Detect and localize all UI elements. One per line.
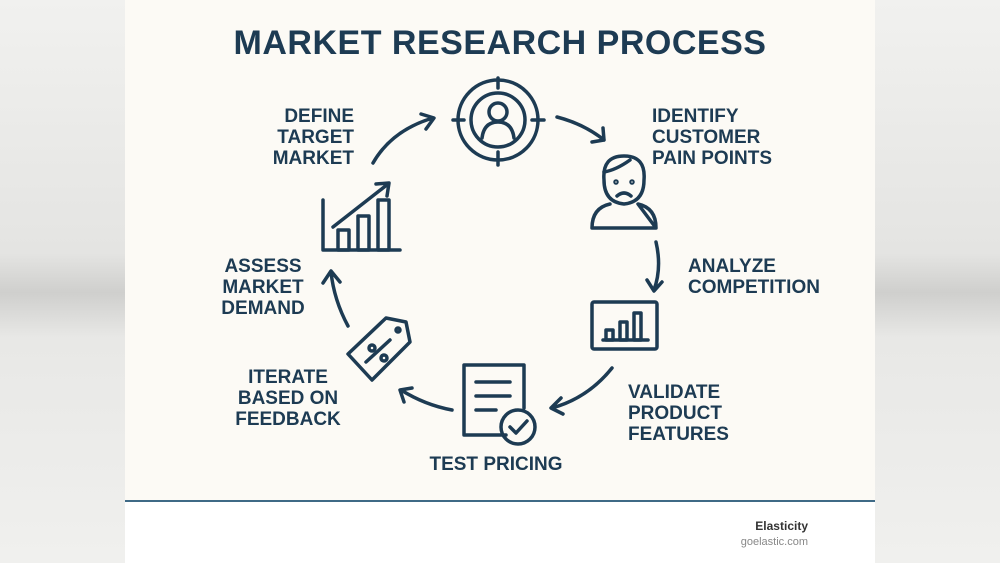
step-test-pricing: TEST PRICING — [396, 454, 596, 475]
sad-person-icon — [590, 154, 658, 230]
label-line: BASED ON — [237, 388, 339, 409]
step-validate-features: VALIDATE PRODUCT FEATURES — [628, 382, 729, 445]
label-line: DEMAND — [221, 298, 305, 319]
step-iterate-feedback: ITERATE BASED ON FEEDBACK — [228, 367, 348, 430]
label-line: PAIN POINTS — [652, 148, 772, 169]
label-line: CUSTOMER — [652, 127, 761, 148]
footer-brand: Elasticity — [755, 519, 808, 533]
target-person-icon — [451, 76, 546, 167]
label-line: ANALYZE — [688, 256, 776, 277]
label-line: FEATURES — [628, 424, 729, 445]
step-analyze-competition: ANALYZE COMPETITION — [688, 256, 820, 298]
label-line: MARKET — [222, 277, 304, 298]
growth-chart-icon — [321, 181, 402, 252]
footer-site: goelastic.com — [740, 536, 808, 548]
label-line: ITERATE — [248, 367, 328, 388]
blurred-background-left — [0, 0, 125, 563]
footer — [125, 500, 875, 563]
arrow-1 — [371, 112, 436, 165]
label-line: VALIDATE — [628, 382, 721, 403]
step-define-target-market: DEFINE TARGET MARKET — [250, 106, 354, 169]
arrow-3 — [645, 240, 664, 293]
label-line: TEST PRICING — [429, 454, 563, 475]
page-title: MARKET RESEARCH PROCESS — [233, 24, 767, 62]
arrow-2 — [555, 115, 606, 144]
document-check-icon — [462, 363, 537, 446]
step-assess-demand: ASSESS MARKET DEMAND — [208, 256, 318, 319]
label-line: PRODUCT — [628, 403, 722, 424]
arrow-6 — [321, 269, 350, 328]
arrow-5 — [398, 386, 454, 412]
arrow-4 — [549, 366, 614, 416]
infographic-panel — [125, 0, 875, 500]
label-line: IDENTIFY — [652, 106, 739, 127]
step-identify-pain-points: IDENTIFY CUSTOMER PAIN POINTS — [652, 106, 772, 169]
label-line: ASSESS — [224, 256, 302, 277]
label-line: COMPETITION — [688, 277, 820, 298]
label-line: MARKET — [272, 148, 354, 169]
label-line: FEEDBACK — [235, 409, 341, 430]
label-line: TARGET — [277, 127, 354, 148]
label-line: DEFINE — [284, 106, 354, 127]
flow-arrows — [321, 112, 664, 416]
bar-chart-monitor-icon — [590, 300, 659, 351]
price-tag-icon — [346, 316, 412, 382]
blurred-background-right — [875, 0, 1000, 563]
